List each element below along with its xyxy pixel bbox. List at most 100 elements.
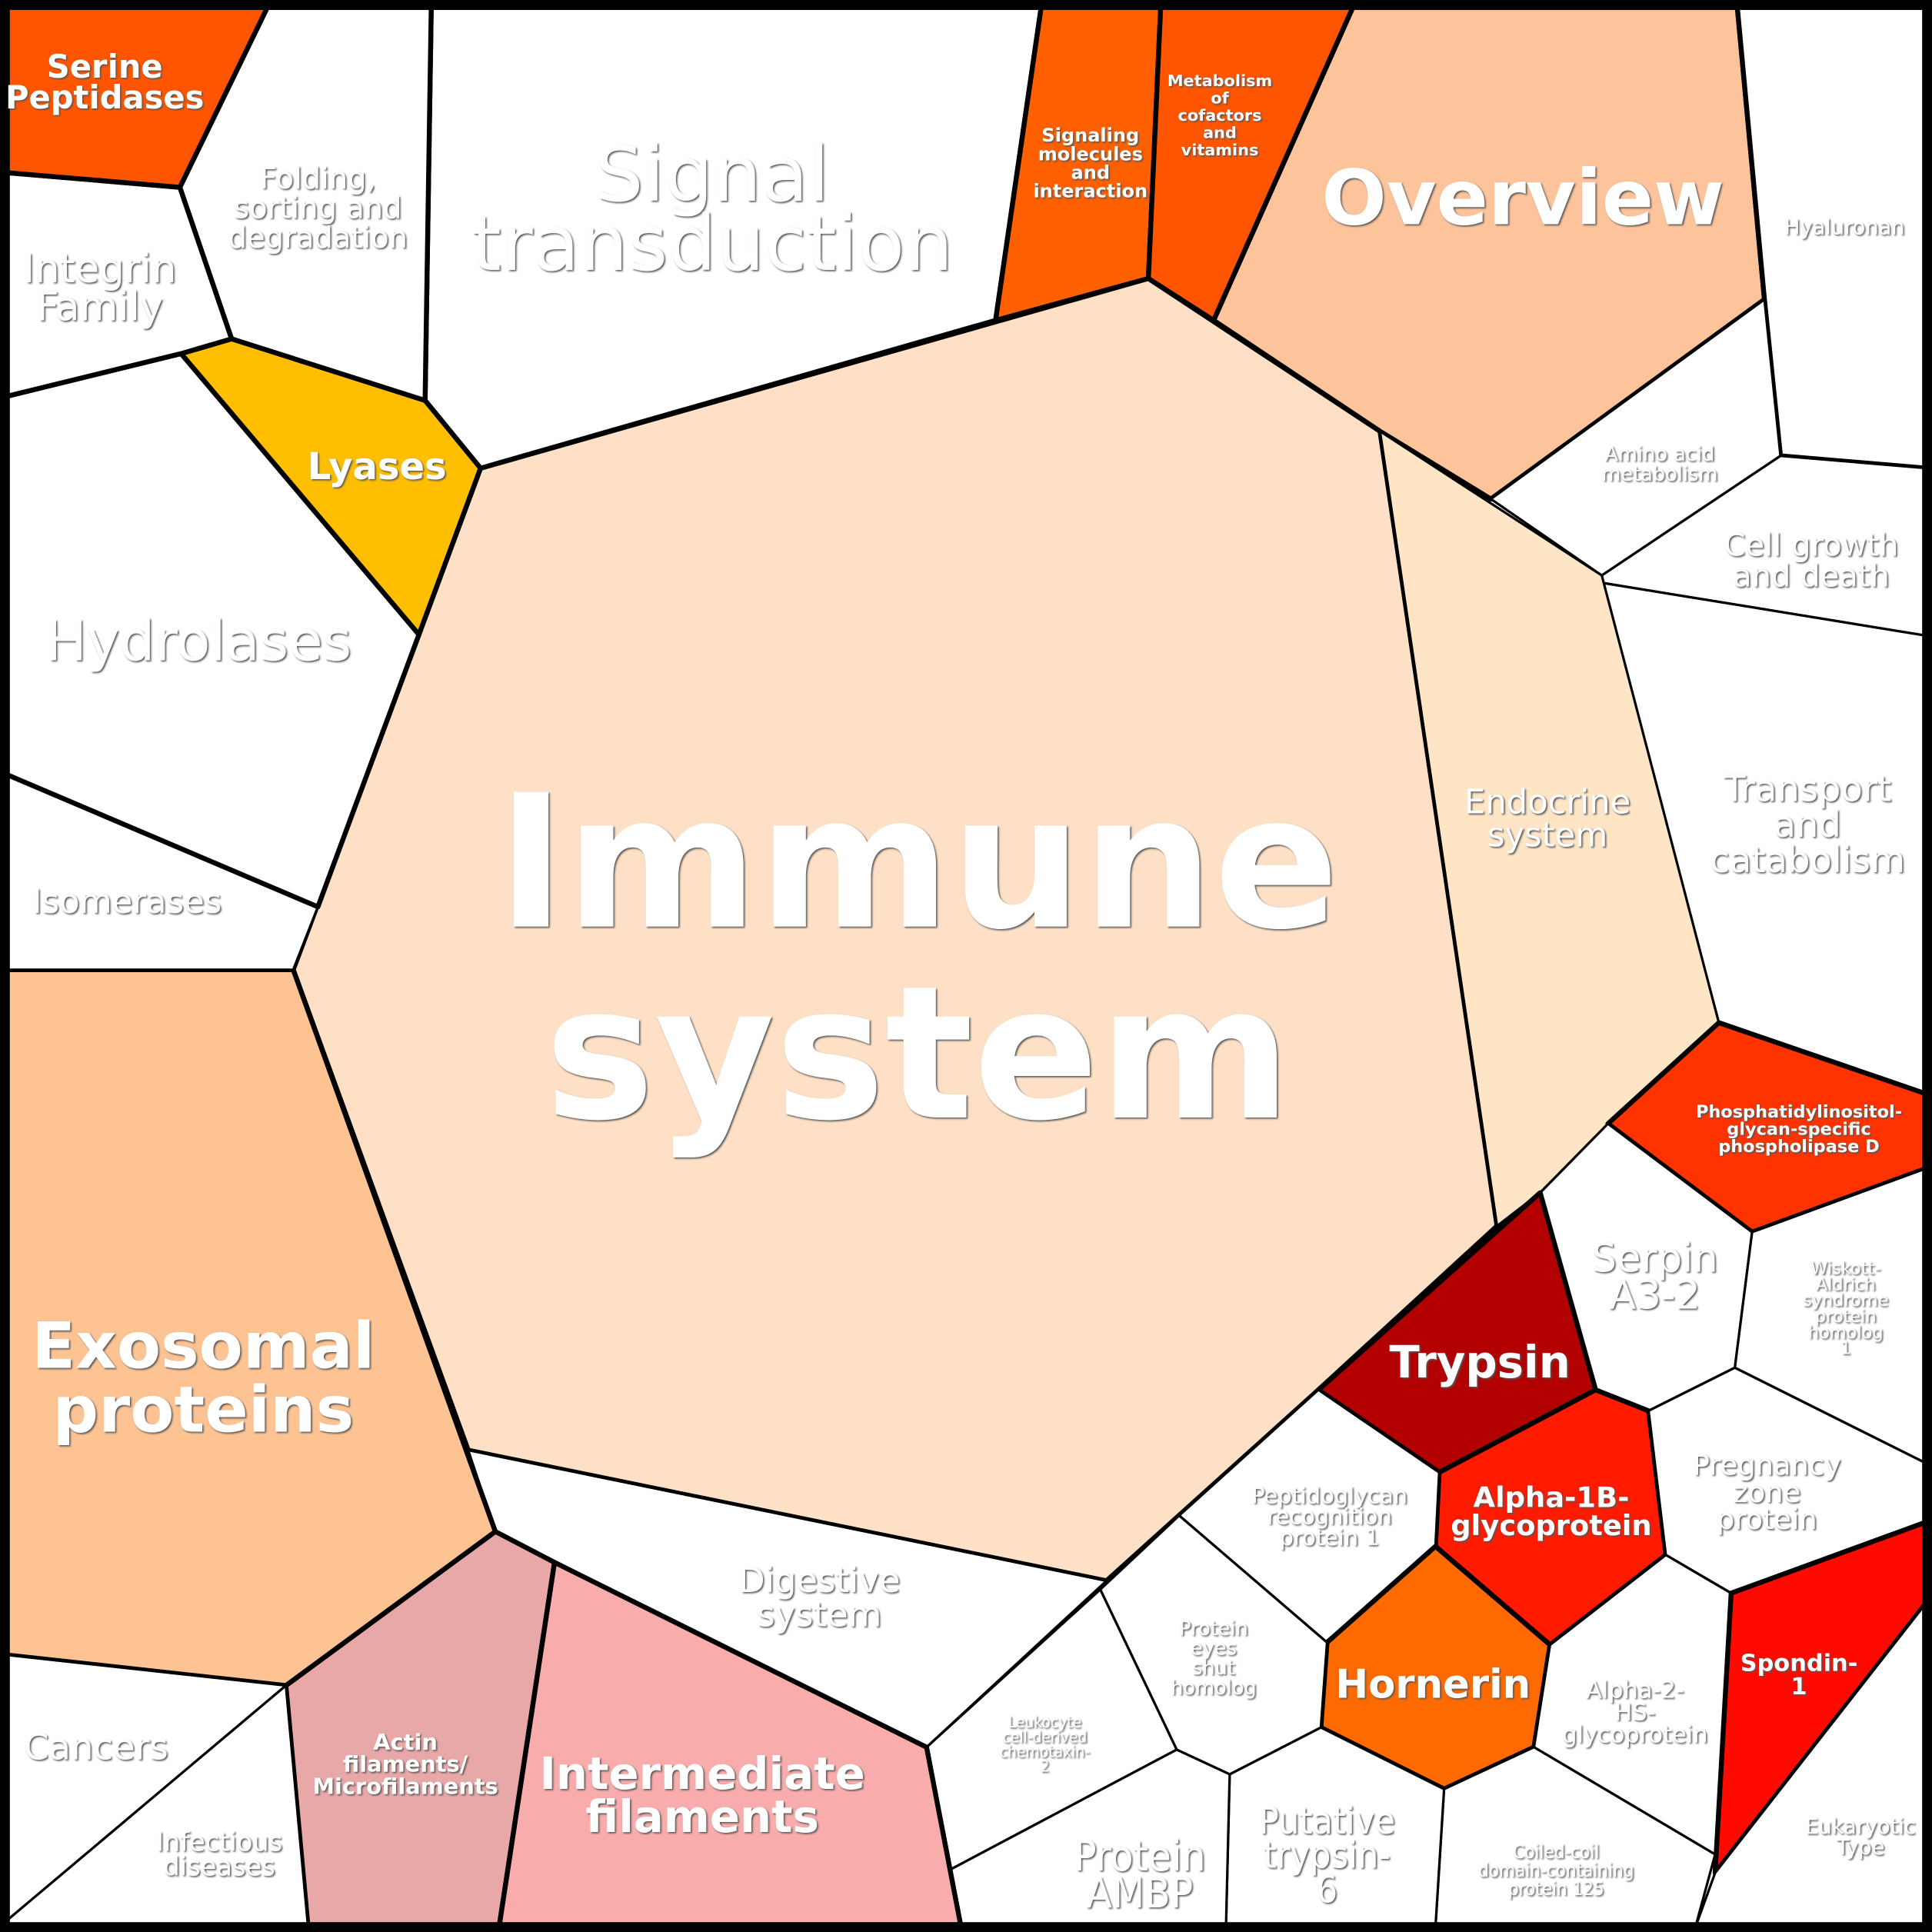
label-line: Wiskott-	[1810, 1259, 1880, 1279]
label-line: Leukocyte	[1008, 1713, 1081, 1731]
label-line: AMBP	[1086, 1868, 1193, 1917]
label-line: recognition	[1267, 1504, 1391, 1530]
label-line: Family	[36, 285, 163, 331]
label-line: metabolism	[1601, 463, 1717, 486]
label-alpha-1b: Alpha-1B-glycoprotein	[1451, 1481, 1651, 1542]
label-hornerin: Hornerin	[1335, 1662, 1531, 1708]
label-line: glycoprotein	[1451, 1509, 1651, 1542]
label-line: and death	[1733, 559, 1890, 595]
label-cancers: Cancers	[24, 1727, 168, 1768]
label-line: Infectious	[156, 1827, 282, 1857]
label-line: and	[1071, 162, 1111, 183]
label-line: Protein	[1179, 1617, 1248, 1641]
label-line: chemotaxin-	[1000, 1743, 1090, 1761]
label-line: syndrome	[1803, 1291, 1888, 1311]
label-line: Hydrolases	[45, 610, 351, 675]
label-line: Cell growth	[1724, 528, 1899, 564]
label-line: Folding,	[260, 162, 376, 196]
label-line: Type	[1836, 1836, 1885, 1860]
label-line: diseases	[164, 1851, 275, 1881]
label-line: protein	[1717, 1503, 1817, 1536]
label-line: HS-	[1614, 1699, 1655, 1726]
label-line: system	[757, 1594, 881, 1635]
label-line: Signal	[595, 131, 829, 219]
label-line: Alpha-2-	[1586, 1677, 1684, 1704]
label-line: Endocrine	[1464, 783, 1631, 821]
label-line: and	[1203, 123, 1237, 142]
label-line: Transport	[1723, 768, 1891, 809]
label-line: vitamins	[1181, 141, 1259, 159]
label-line: degradation	[228, 221, 408, 255]
label-hyaluronan: Hyaluronan	[1784, 215, 1905, 239]
label-line: Phosphatidylinositol-	[1696, 1102, 1902, 1122]
label-line: interaction	[1033, 180, 1148, 202]
label-line: Hornerin	[1335, 1662, 1531, 1708]
label-line: 1	[1840, 1339, 1851, 1359]
label-line: Exosomal	[32, 1308, 375, 1383]
label-line: system	[1487, 817, 1607, 855]
label-line: Digestive	[738, 1560, 901, 1601]
label-line: shut	[1192, 1657, 1235, 1680]
label-line: molecules	[1038, 143, 1143, 165]
label-line: Putative	[1259, 1800, 1395, 1843]
label-lyases: Lyases	[308, 445, 447, 488]
cells	[2, 5, 1930, 1930]
label-line: system	[545, 946, 1291, 1161]
label-line: filaments	[585, 1790, 819, 1843]
label-line: A3-2	[1609, 1272, 1700, 1318]
label-line: glycoprotein	[1562, 1721, 1707, 1748]
label-line: Intermediate	[539, 1747, 864, 1800]
label-overview: Overview	[1321, 155, 1724, 243]
label-line: cell-derived	[1003, 1727, 1088, 1746]
label-line: Microfilaments	[312, 1774, 498, 1800]
label-line: Cancers	[24, 1727, 168, 1768]
label-line: 1	[1790, 1674, 1807, 1700]
label-line: and	[1774, 804, 1841, 845]
label-trypsin: Trypsin	[1389, 1336, 1570, 1388]
label-line: Serpin	[1591, 1235, 1717, 1281]
label-line: Protein	[1074, 1831, 1206, 1880]
label-line: phospholipase D	[1718, 1137, 1880, 1157]
label-line: transduction	[471, 200, 953, 288]
label-line: homolog	[1171, 1677, 1257, 1700]
label-line: protein	[1815, 1307, 1877, 1327]
label-line: Integrin	[23, 246, 177, 292]
label-line: sorting and	[234, 192, 401, 226]
label-line: Trypsin	[1389, 1336, 1570, 1388]
label-line: Aldrich	[1816, 1274, 1876, 1294]
label-line: homolog	[1808, 1323, 1884, 1343]
label-line: glycan-specific	[1727, 1119, 1870, 1139]
label-line: Serine	[47, 48, 163, 85]
label-line: Signaling	[1041, 125, 1139, 146]
label-spondin: Spondin-1	[1740, 1650, 1858, 1700]
label-line: cofactors	[1178, 106, 1262, 125]
label-hydrolases: Hydrolases	[45, 610, 351, 675]
label-line: Overview	[1321, 155, 1724, 243]
label-line: of	[1211, 89, 1229, 108]
label-line: Isomerases	[32, 883, 222, 921]
label-line: proteins	[52, 1373, 354, 1447]
label-line: Eukaryotic	[1805, 1815, 1916, 1839]
label-line: Lyases	[308, 445, 447, 488]
